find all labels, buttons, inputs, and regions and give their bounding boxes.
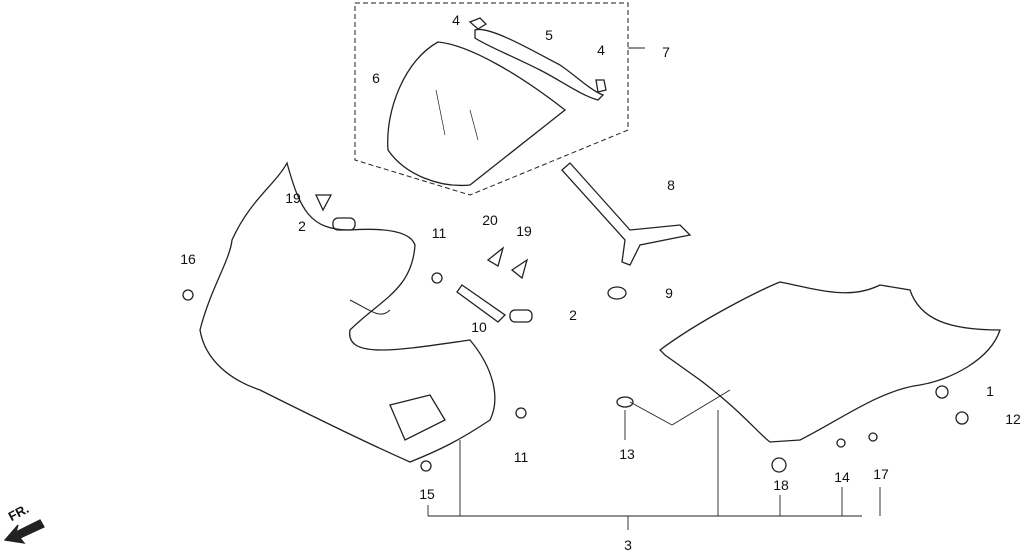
callout-9: 9 bbox=[665, 285, 673, 301]
grommet-1 bbox=[935, 385, 949, 399]
callout-7: 7 bbox=[662, 44, 670, 60]
callout-17: 17 bbox=[873, 466, 889, 482]
screw-16 bbox=[182, 289, 194, 301]
upper-cowl bbox=[199, 161, 496, 463]
screw-15 bbox=[420, 460, 432, 472]
clip-19a bbox=[314, 194, 333, 212]
callout-6: 6 bbox=[372, 70, 380, 86]
cowl-stay bbox=[561, 162, 692, 266]
washer-13 bbox=[616, 396, 634, 408]
nut-14 bbox=[836, 438, 846, 448]
callout-11: 11 bbox=[431, 225, 447, 241]
callout-19: 19 bbox=[516, 223, 532, 239]
callout-4: 4 bbox=[452, 12, 460, 28]
windscreen-group-box bbox=[354, 2, 629, 196]
clip-19b bbox=[510, 258, 529, 280]
callout-18: 18 bbox=[773, 477, 789, 493]
callout-11: 11 bbox=[513, 449, 529, 465]
clip-4b bbox=[595, 79, 607, 93]
cowl-vent bbox=[389, 394, 446, 441]
callout-5: 5 bbox=[545, 27, 553, 43]
windscreen-stay bbox=[474, 28, 605, 101]
clip-20 bbox=[486, 246, 505, 267]
windscreen bbox=[387, 41, 567, 187]
callout-8: 8 bbox=[667, 177, 675, 193]
callout-10: 10 bbox=[471, 319, 487, 335]
under-cowl bbox=[659, 281, 1001, 443]
callout-19: 19 bbox=[285, 190, 301, 206]
callout-4: 4 bbox=[597, 42, 605, 58]
collar-10 bbox=[456, 284, 507, 323]
grommet-9 bbox=[607, 286, 627, 300]
grommet-18 bbox=[771, 457, 787, 473]
callout-13: 13 bbox=[619, 446, 635, 462]
callout-1: 1 bbox=[986, 383, 994, 399]
callout-15: 15 bbox=[419, 486, 435, 502]
callout-3: 3 bbox=[624, 537, 632, 553]
collar-2b bbox=[509, 309, 533, 323]
callout-12: 12 bbox=[1005, 411, 1021, 427]
callout-16: 16 bbox=[180, 251, 196, 267]
collar-2a bbox=[332, 217, 356, 231]
callout-14: 14 bbox=[834, 469, 850, 485]
clip-17 bbox=[868, 432, 878, 442]
front-arrow-icon bbox=[3, 519, 45, 544]
screw-11b bbox=[515, 407, 527, 419]
screw-11a bbox=[431, 272, 443, 284]
callout-2: 2 bbox=[298, 218, 306, 234]
bolt-12 bbox=[955, 411, 969, 425]
callout-2: 2 bbox=[569, 307, 577, 323]
clip-4a bbox=[468, 17, 488, 30]
callout-20: 20 bbox=[482, 212, 498, 228]
